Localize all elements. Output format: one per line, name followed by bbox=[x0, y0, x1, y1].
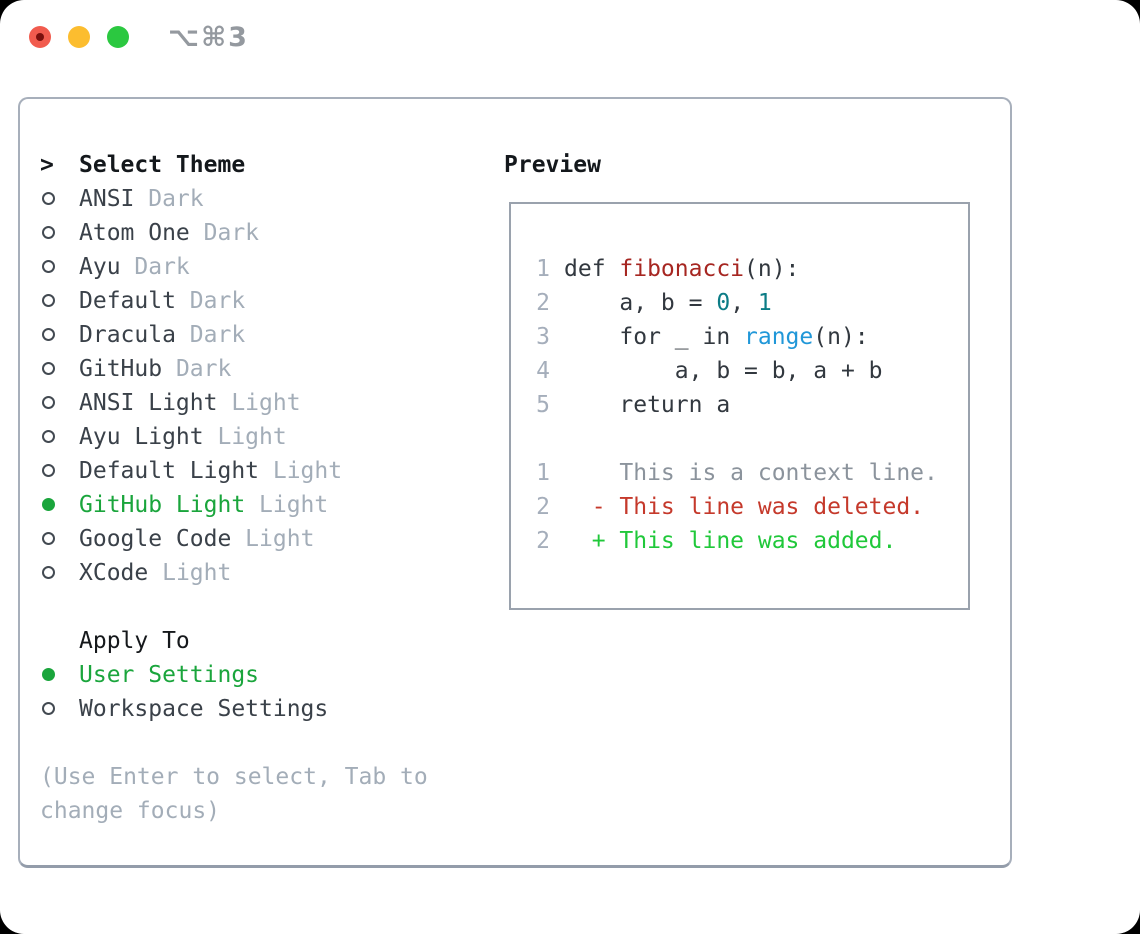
zoom-button[interactable] bbox=[107, 26, 129, 48]
diff-line: 2 + This line was added. bbox=[522, 524, 968, 558]
minimize-button[interactable] bbox=[68, 26, 90, 48]
apply-to-option[interactable]: Workspace Settings bbox=[40, 692, 428, 726]
window-title: ⌥⌘3 bbox=[168, 22, 249, 53]
diff-preview: 1 This is a context line.2 - This line w… bbox=[522, 456, 968, 558]
option-label: GitHub Light bbox=[79, 492, 246, 518]
option-label: Default Light bbox=[79, 458, 260, 484]
line-number: 3 bbox=[536, 324, 550, 350]
option-label: User Settings bbox=[79, 662, 260, 688]
option-variant: Dark bbox=[162, 356, 232, 382]
option-label: XCode bbox=[79, 560, 149, 586]
theme-option[interactable]: Ayu Dark bbox=[40, 250, 428, 284]
page-title: Select Theme bbox=[79, 152, 246, 178]
line-number: 2 bbox=[536, 290, 550, 316]
option-label: Default bbox=[79, 288, 176, 314]
option-label: Google Code bbox=[79, 526, 232, 552]
diff-line: 1 This is a context line. bbox=[522, 456, 968, 490]
option-label: Ayu bbox=[79, 254, 121, 280]
radio-selected-icon bbox=[40, 658, 79, 692]
radio-icon bbox=[40, 352, 79, 386]
radio-selected-icon bbox=[40, 488, 79, 522]
theme-option[interactable]: GitHub Light Light bbox=[40, 488, 428, 522]
preview-pane-header: Preview bbox=[504, 148, 601, 182]
option-variant: Light bbox=[148, 560, 232, 586]
preview-title: Preview bbox=[504, 152, 601, 178]
radio-icon bbox=[40, 454, 79, 488]
theme-option[interactable]: Default Dark bbox=[40, 284, 428, 318]
radio-icon bbox=[40, 692, 79, 726]
theme-option[interactable]: XCode Light bbox=[40, 556, 428, 590]
radio-icon bbox=[40, 182, 79, 216]
option-variant: Light bbox=[245, 492, 329, 518]
title-bar: ⌥⌘3 bbox=[0, 0, 1140, 74]
theme-option[interactable]: Ayu Light Light bbox=[40, 420, 428, 454]
option-variant: Dark bbox=[175, 288, 246, 314]
option-label: Workspace Settings bbox=[79, 696, 329, 722]
code-line: 4 a, b = b, a + b bbox=[522, 354, 968, 388]
option-variant: Dark bbox=[120, 254, 190, 280]
select-theme-header: > Select Theme bbox=[40, 148, 428, 182]
spacer bbox=[40, 726, 428, 760]
option-variant: Light bbox=[203, 424, 287, 450]
radio-icon bbox=[40, 420, 79, 454]
radio-icon bbox=[40, 250, 79, 284]
radio-icon bbox=[40, 556, 79, 590]
help-line: (Use Enter to select, Tab to bbox=[40, 764, 428, 790]
line-number: 2 bbox=[536, 494, 550, 520]
radio-icon bbox=[40, 284, 79, 318]
help-line: change focus) bbox=[40, 798, 221, 824]
theme-option[interactable]: ANSI Light Light bbox=[40, 386, 428, 420]
apply-to-header: Apply To bbox=[79, 628, 190, 654]
radio-icon bbox=[40, 216, 79, 250]
option-label: Atom One bbox=[79, 220, 190, 246]
line-number: 1 bbox=[536, 460, 550, 486]
close-button[interactable] bbox=[29, 26, 51, 48]
option-variant: Dark bbox=[189, 220, 260, 246]
option-label: ANSI Light bbox=[79, 390, 218, 416]
option-label: Ayu Light bbox=[79, 424, 204, 450]
caret-icon: > bbox=[40, 152, 54, 178]
line-number: 1 bbox=[536, 256, 550, 282]
apply-to-option[interactable]: User Settings bbox=[40, 658, 428, 692]
line-number: 4 bbox=[536, 358, 550, 384]
theme-option[interactable]: Default Light Light bbox=[40, 454, 428, 488]
theme-option[interactable]: ANSI Dark bbox=[40, 182, 428, 216]
close-icon bbox=[36, 33, 44, 41]
line-number: 2 bbox=[536, 528, 550, 554]
option-variant: Dark bbox=[134, 186, 204, 212]
code-line: 5 return a bbox=[522, 388, 968, 422]
line-number: 5 bbox=[536, 392, 550, 418]
radio-icon bbox=[40, 318, 79, 352]
option-variant: Light bbox=[259, 458, 343, 484]
radio-icon bbox=[40, 386, 79, 420]
option-label: GitHub bbox=[79, 356, 163, 382]
theme-option[interactable]: Atom One Dark bbox=[40, 216, 428, 250]
help-text: (Use Enter to select, Tab to change focus… bbox=[40, 760, 428, 828]
radio-icon bbox=[40, 522, 79, 556]
theme-option[interactable]: Dracula Dark bbox=[40, 318, 428, 352]
theme-option[interactable]: Google Code Light bbox=[40, 522, 428, 556]
option-variant: Light bbox=[217, 390, 301, 416]
option-label: ANSI bbox=[79, 186, 135, 212]
code-line: 3 for _ in range(n): bbox=[522, 320, 968, 354]
spacer bbox=[40, 590, 428, 624]
option-variant: Dark bbox=[175, 322, 246, 348]
diff-line: 2 - This line was deleted. bbox=[522, 490, 968, 524]
code-line: 2 a, b = 0, 1 bbox=[522, 286, 968, 320]
option-label: Dracula bbox=[79, 322, 176, 348]
option-variant: Light bbox=[231, 526, 315, 552]
theme-option[interactable]: GitHub Dark bbox=[40, 352, 428, 386]
